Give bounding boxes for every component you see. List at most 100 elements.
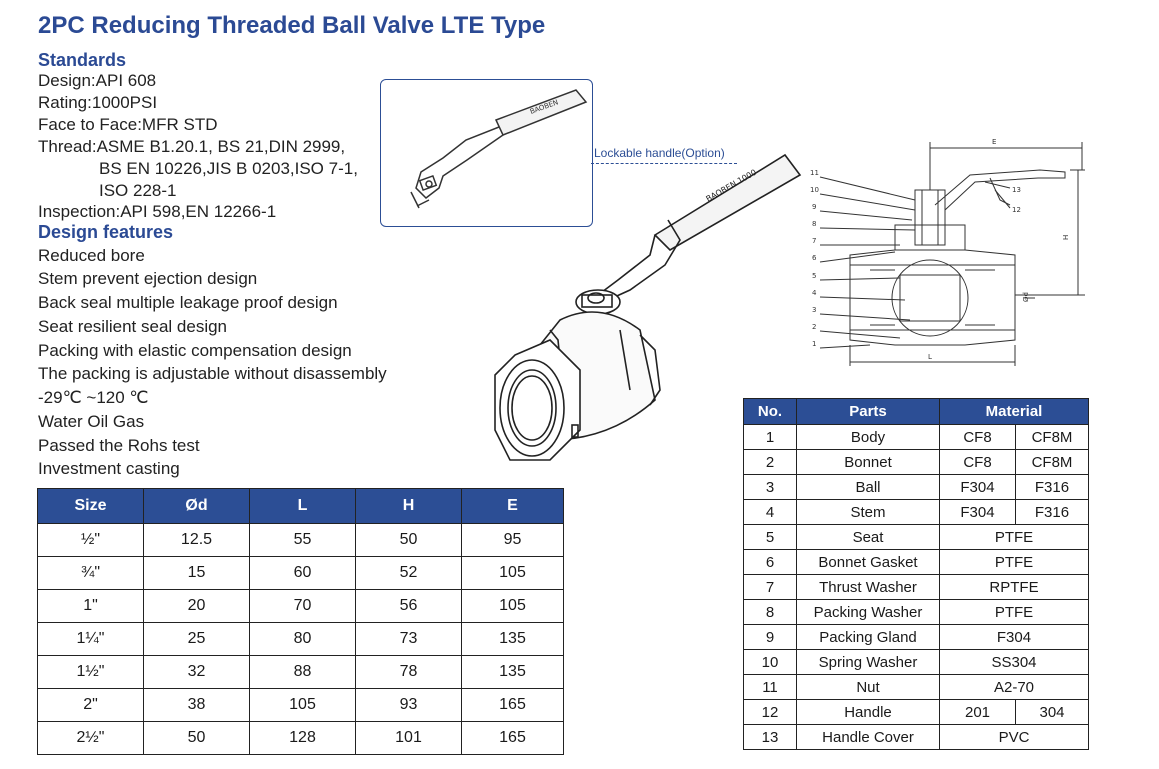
cell-l: 55: [249, 523, 356, 557]
column-header: Size: [37, 488, 144, 524]
lockable-handle-inset: BAOBEN: [380, 79, 593, 227]
cell-part: Stem: [796, 499, 940, 525]
cell-size: 2": [37, 688, 144, 722]
cell-l: 128: [249, 721, 356, 755]
cell-part: Body: [796, 424, 940, 450]
cell-no: 7: [743, 574, 797, 600]
table-row: 1½" 32 88 78 135: [37, 655, 564, 689]
cell-no: 12: [743, 699, 797, 725]
cell-no: 6: [743, 549, 797, 575]
cell-e: 135: [461, 622, 564, 656]
cell-e: 135: [461, 655, 564, 689]
table-row: 1 Body CF8 CF8M: [743, 424, 1089, 450]
valve-section-drawing: 11 10 9 8 7 6 5 4 3 2 1 13 12 E H L Ød: [810, 138, 1085, 366]
cell-l: 105: [249, 688, 356, 722]
feature-item: Back seal multiple leakage proof design: [38, 293, 338, 312]
features-heading: Design features: [38, 222, 174, 242]
cell-material: F304: [939, 499, 1016, 525]
cell-h: 101: [355, 721, 462, 755]
cell-od: 12.5: [143, 523, 250, 557]
cell-no: 5: [743, 524, 797, 550]
part-label-13: 13: [1012, 186, 1021, 194]
cell-no: 2: [743, 449, 797, 475]
column-header: H: [355, 488, 462, 524]
cell-no: 3: [743, 474, 797, 500]
standards-heading: Standards: [38, 50, 127, 70]
cell-material: 304: [1015, 699, 1089, 725]
cell-no: 11: [743, 674, 797, 700]
part-label-11: 11: [810, 169, 819, 177]
standard-inspection: Inspection:API 598,EN 12266-1: [38, 202, 277, 221]
cell-part: Packing Washer: [796, 599, 940, 625]
cell-l: 80: [249, 622, 356, 656]
cell-material: 201: [939, 699, 1016, 725]
cell-no: 13: [743, 724, 797, 750]
part-label-9: 9: [812, 203, 816, 211]
table-row: 1¼" 25 80 73 135: [37, 622, 564, 656]
cell-part: Handle: [796, 699, 940, 725]
column-header-material: Material: [939, 398, 1089, 425]
cell-l: 60: [249, 556, 356, 590]
table-row: 2½" 50 128 101 165: [37, 721, 564, 755]
callout-leader-line: [591, 163, 737, 164]
standard-rating: Rating:1000PSI: [38, 93, 158, 112]
part-label-7: 7: [812, 237, 816, 245]
standard-design: Design:API 608: [38, 71, 157, 90]
cell-part: Spring Washer: [796, 649, 940, 675]
column-header-no: No.: [743, 398, 797, 425]
table-row: ½" 12.5 55 50 95: [37, 523, 564, 557]
cell-material: PTFE: [939, 524, 1089, 550]
cell-part: Thrust Washer: [796, 574, 940, 600]
dim-label-od: Ød: [1022, 292, 1030, 302]
cell-material: CF8M: [1015, 449, 1089, 475]
cell-material: CF8: [939, 424, 1016, 450]
table-row: 13 Handle Cover PVC: [743, 724, 1089, 750]
feature-item: Water Oil Gas: [38, 412, 145, 431]
cell-no: 8: [743, 599, 797, 625]
cell-part: Packing Gland: [796, 624, 940, 650]
column-header: E: [461, 488, 564, 524]
cell-e: 105: [461, 589, 564, 623]
table-row: 5 Seat PTFE: [743, 524, 1089, 550]
part-label-12: 12: [1012, 206, 1021, 214]
cell-no: 9: [743, 624, 797, 650]
cell-part: Ball: [796, 474, 940, 500]
feature-item: Reduced bore: [38, 246, 145, 265]
table-header-row: Size Ød L H E: [37, 488, 564, 524]
standard-thread: Thread:ASME B1.20.1, BS 21,DIN 2999,: [38, 137, 346, 156]
cell-e: 105: [461, 556, 564, 590]
feature-item: -29℃ ~120 ℃: [38, 388, 149, 407]
cell-part: Bonnet: [796, 449, 940, 475]
cell-od: 15: [143, 556, 250, 590]
cell-od: 32: [143, 655, 250, 689]
cell-size: ½": [37, 523, 144, 557]
cell-size: ¾": [37, 556, 144, 590]
cell-size: 1¼": [37, 622, 144, 656]
part-label-2: 2: [812, 323, 816, 331]
feature-item: Investment casting: [38, 459, 180, 478]
feature-item: Passed the Rohs test: [38, 436, 200, 455]
part-label-8: 8: [812, 220, 816, 228]
cell-od: 50: [143, 721, 250, 755]
cell-h: 93: [355, 688, 462, 722]
cell-material: PTFE: [939, 549, 1089, 575]
cell-no: 1: [743, 424, 797, 450]
part-label-6: 6: [812, 254, 817, 262]
standard-thread-cont: BS EN 10226,JIS B 0203,ISO 7-1,: [99, 159, 358, 178]
dim-label-h: H: [1062, 235, 1070, 240]
cell-part: Bonnet Gasket: [796, 549, 940, 575]
table-row: 6 Bonnet Gasket PTFE: [743, 549, 1089, 575]
cell-l: 88: [249, 655, 356, 689]
lockable-handle-label: Lockable handle(Option): [594, 146, 725, 160]
cell-material: CF8: [939, 449, 1016, 475]
dim-label-l: L: [928, 353, 932, 361]
column-header-parts: Parts: [796, 398, 940, 425]
cell-h: 52: [355, 556, 462, 590]
table-row: 12 Handle 201 304: [743, 699, 1089, 725]
cell-e: 95: [461, 523, 564, 557]
part-label-4: 4: [812, 289, 817, 297]
dimension-table: Size Ød L H E ½" 12.5 55 50 95 ¾" 15 60 …: [37, 488, 564, 755]
cell-no: 4: [743, 499, 797, 525]
feature-item: Packing with elastic compensation design: [38, 341, 352, 360]
cell-material: PVC: [939, 724, 1089, 750]
